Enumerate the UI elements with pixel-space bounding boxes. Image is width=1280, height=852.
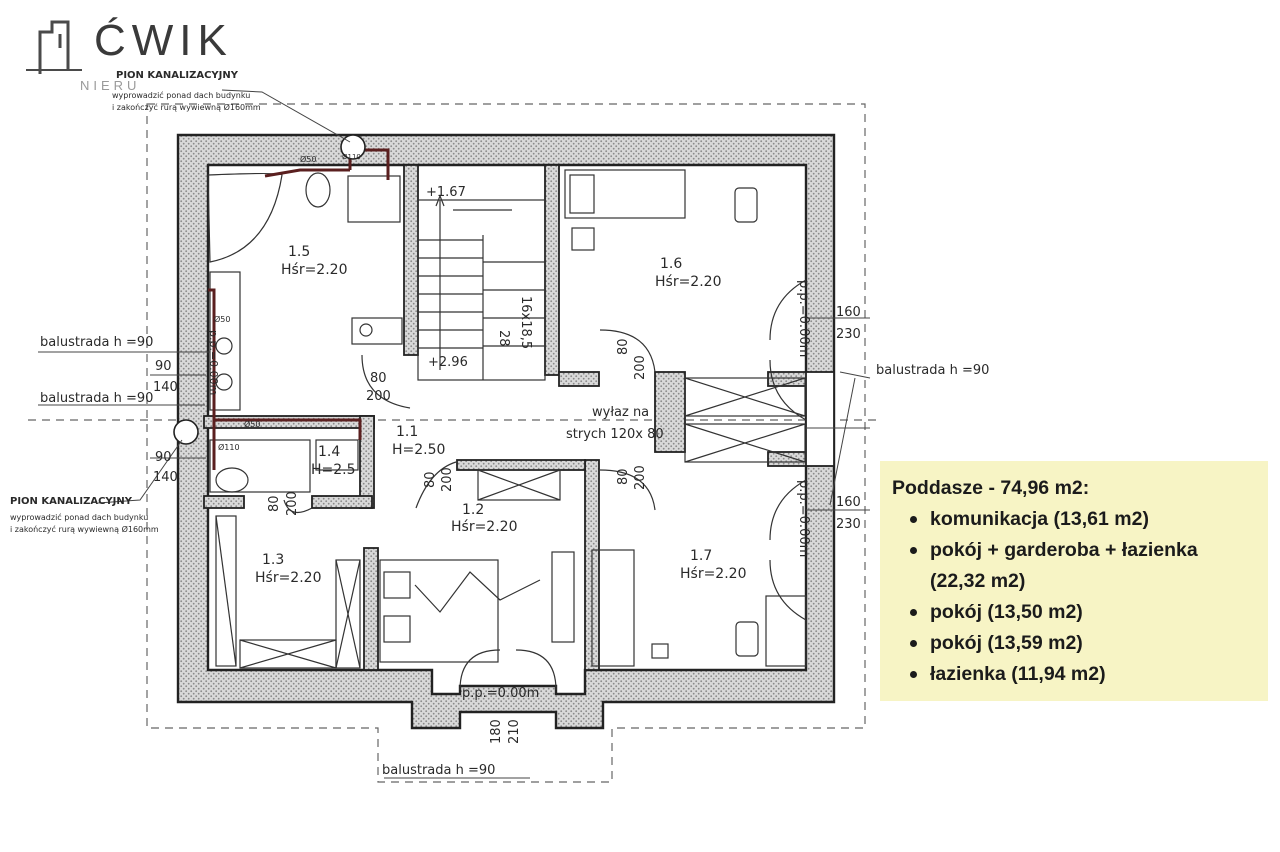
dim-80-lower-right: 80	[616, 468, 631, 485]
area-summary-box: Poddasze - 74,96 m2: komunikacja (13,61 …	[880, 461, 1268, 701]
plumbing	[208, 148, 390, 470]
built-in-wardrobes	[215, 377, 806, 669]
pion-top-title: PION KANALIZACYJNY	[116, 70, 239, 81]
pipe-110-a: Ø110	[342, 153, 361, 161]
pion-top-line2: i zakończyć rurą wywiewną Ø160mm	[112, 102, 261, 112]
pipe-110-b: Ø110	[218, 442, 240, 452]
dim-230-bottom: 230	[836, 517, 861, 532]
pp-bottom: p.p.=0.00m	[462, 686, 539, 701]
balustrada-left-2: balustrada h =90	[40, 391, 153, 406]
dim-200-hall: 200	[440, 467, 455, 492]
company-logo: ĆWIK NIERU	[24, 14, 254, 94]
pipe-50-b: Ø50	[214, 314, 230, 324]
dim-180-bottom: 180	[489, 719, 504, 744]
balustrada-left-1: balustrada h =90	[40, 335, 153, 350]
room-1-3-id: 1.3	[262, 552, 284, 568]
dim-80-upper-right: 80	[616, 338, 631, 355]
summary-item: pokój (13,50 m2)	[892, 597, 1258, 628]
dim-90-top: 90	[155, 359, 172, 374]
pion-bottom-line2: i zakończyć rurą wywiewną Ø160mm	[10, 524, 159, 534]
summary-item: pokój + garderoba + łazienka (22,32 m2)	[892, 535, 1258, 597]
dim-200-lower-right: 200	[633, 465, 648, 490]
room-1-3-height: Hśr=2.20	[255, 570, 321, 586]
roof-outline	[28, 103, 880, 783]
dim-80-bath: 80	[267, 495, 282, 512]
attic-exit-line1: wyłaz na	[592, 405, 649, 420]
stairs-width: 28	[496, 330, 511, 347]
room-1-1-id: 1.1	[396, 424, 418, 440]
pipe-50-a: Ø50	[300, 154, 316, 164]
dim-200-stair: 200	[366, 389, 391, 404]
room-1-1-height: H=2.50	[392, 442, 445, 458]
dim-80-hall: 80	[423, 471, 438, 488]
dim-140-bottom: 140	[153, 470, 178, 485]
dim-210-bottom: 210	[507, 719, 522, 744]
room-1-7-height: Hśr=2.20	[680, 566, 746, 582]
dim-160-top: 160	[836, 305, 861, 320]
room-1-4-id: 1.4	[318, 444, 340, 460]
dim-200-upper-right: 200	[633, 355, 648, 380]
leader-lines	[38, 89, 871, 779]
interior-walls	[203, 164, 835, 671]
summary-item: łazienka (11,94 m2)	[892, 659, 1258, 690]
pp-left: p.p.=0.00m	[207, 330, 220, 395]
room-1-6-height: Hśr=2.20	[655, 274, 721, 290]
attic-exit-line2: strych 120x 80	[566, 427, 664, 442]
logo-name: ĆWIK	[94, 16, 233, 65]
dim-230-top: 230	[836, 327, 861, 342]
room-1-5-height: Hśr=2.20	[281, 262, 347, 278]
room-1-7-id: 1.7	[690, 548, 712, 564]
balustrada-bottom: balustrada h =90	[382, 763, 495, 778]
level-bottom: +2.96	[428, 355, 468, 370]
stairs	[417, 194, 546, 381]
summary-item: pokój (13,59 m2)	[892, 628, 1258, 659]
logo-subtitle: NIERU	[80, 78, 141, 93]
pp-bottom-right: p.p.=0.00m	[796, 480, 811, 557]
room-1-2-id: 1.2	[462, 502, 484, 518]
balustrada-right: balustrada h =90	[876, 363, 989, 378]
plan-annotations: PION KANALIZACYJNY wyprowadzić ponad dac…	[10, 70, 989, 778]
furniture	[207, 169, 807, 667]
room-labels: 1.5 Hśr=2.20 1.6 Hśr=2.20 1.1 H=2.50 1.4…	[255, 244, 746, 586]
sewer-riser-markers	[173, 134, 366, 445]
summary-list: komunikacja (13,61 m2) pokój + garderoba…	[892, 504, 1258, 690]
dim-200-bath: 200	[285, 491, 300, 516]
level-top: +1.67	[426, 185, 466, 200]
room-1-6-id: 1.6	[660, 256, 682, 272]
pp-top-right: p.p.=0.00m	[796, 280, 811, 357]
dim-90-bottom: 90	[155, 450, 172, 465]
pion-bottom-title: PION KANALIZACYJNY	[10, 496, 133, 507]
room-1-2-height: Hśr=2.20	[451, 519, 517, 535]
dim-160-bottom: 160	[836, 495, 861, 510]
pipe-50-c: Ø50	[244, 419, 260, 429]
pion-bottom-line1: wyprowadzić ponad dach budynku	[10, 512, 148, 522]
dim-80-stair: 80	[370, 371, 387, 386]
room-1-5-id: 1.5	[288, 244, 310, 260]
summary-title: Poddasze - 74,96 m2:	[892, 477, 1090, 499]
pion-top-line1: wyprowadzić ponad dach budynku	[112, 90, 250, 100]
room-1-4-height: H=2.5	[311, 462, 356, 478]
doors	[283, 279, 807, 691]
logo-mark-icon	[26, 20, 82, 74]
summary-item: komunikacja (13,61 m2)	[892, 504, 1258, 535]
stairs-dimension: 16x18,5	[518, 296, 533, 349]
dim-140-top: 140	[153, 380, 178, 395]
